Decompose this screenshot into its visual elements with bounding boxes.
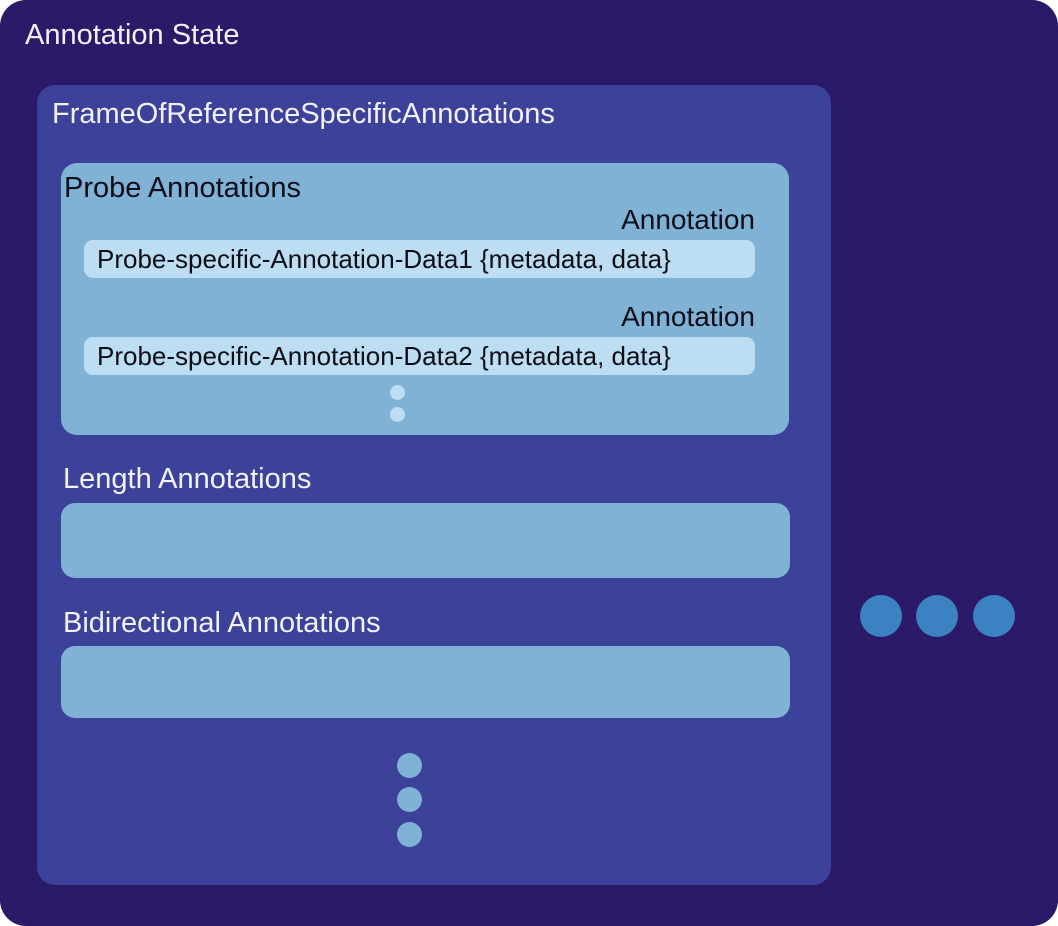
- more-sections-ellipsis-icon: [397, 753, 422, 778]
- length-annotations-box: [61, 503, 790, 578]
- more-frames-ellipsis-icon: [916, 595, 958, 637]
- length-annotations-title: Length Annotations: [63, 463, 312, 495]
- more-sections-ellipsis-icon: [397, 787, 422, 812]
- bidirectional-annotations-title: Bidirectional Annotations: [63, 607, 381, 639]
- frame-of-reference-container: FrameOfReferenceSpecificAnnotations Prob…: [37, 85, 831, 885]
- annotation-state-title: Annotation State: [25, 19, 240, 51]
- annotation-data-item: Probe-specific-Annotation-Data1 {metadat…: [84, 240, 755, 278]
- more-sections-ellipsis-icon: [397, 822, 422, 847]
- more-frames-ellipsis-icon: [860, 595, 902, 637]
- annotation-label: Annotation: [621, 301, 755, 332]
- more-annotations-ellipsis-icon: [390, 385, 405, 400]
- bidirectional-annotations-box: [61, 646, 790, 718]
- probe-annotations-title: Probe Annotations: [64, 172, 302, 204]
- probe-annotations-section: Probe Annotations Annotation Probe-speci…: [61, 163, 789, 435]
- annotation-data-item: Probe-specific-Annotation-Data2 {metadat…: [84, 337, 755, 375]
- more-frames-ellipsis-icon: [973, 595, 1015, 637]
- frame-of-reference-title: FrameOfReferenceSpecificAnnotations: [52, 98, 555, 130]
- more-annotations-ellipsis-icon: [390, 407, 405, 422]
- annotation-label: Annotation: [621, 204, 755, 235]
